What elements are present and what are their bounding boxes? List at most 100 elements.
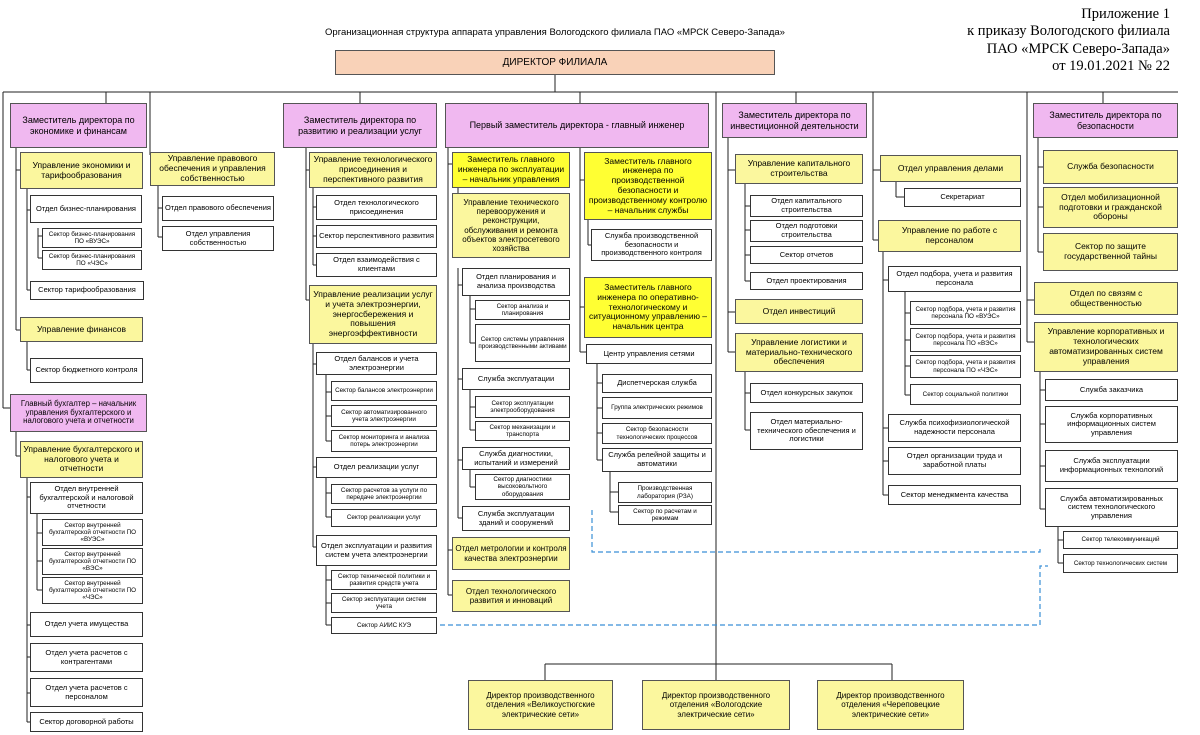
office-innovation: Отдел технологического развития и иннова… (452, 580, 570, 612)
appendix-line-3: ПАО «МРСК Северо-Запада» (986, 40, 1170, 57)
sector-internal-ves: Сектор внутренней бухгалтерской отчетнос… (42, 548, 143, 575)
office-capital-construction: Отдел капитального строительства (750, 195, 863, 217)
office-material-supply: Отдел материально-технического обеспечен… (750, 412, 863, 450)
sector-asset-management: Сектор системы управления производственн… (475, 324, 570, 362)
sector-aiis: Сектор АИИС КУЭ (331, 617, 437, 634)
office-internal-reporting: Отдел внутренней бухгалтерской и налогов… (30, 482, 143, 514)
chart-title: Организационная структура аппарата управ… (325, 27, 785, 38)
office-property: Отдел управления собственностью (162, 226, 274, 251)
sector-realization: Сектор реализации услуг (331, 509, 437, 527)
deputy-ce-safety: Заместитель главного инженера по произво… (584, 152, 712, 220)
deputy-security: Заместитель директора по безопасности (1033, 103, 1178, 138)
service-relay-protection: Служба релейной защиты и автоматики (602, 448, 712, 472)
deputy-economics: Заместитель директора по экономике и фин… (10, 103, 147, 148)
deputy-ce-operational: Заместитель главного инженера по операти… (584, 277, 712, 338)
sector-analysis: Сектор анализа и планирования (475, 300, 570, 320)
dept-tech-connection: Управление технологического присоединени… (309, 152, 437, 188)
chief-accountant: Главный бухгалтер – начальник управления… (10, 394, 147, 432)
service-security: Служба безопасности (1043, 150, 1178, 184)
office-metering-systems: Отдел эксплуатации и развития систем уче… (316, 535, 437, 566)
network-control-center: Центр управления сетями (586, 344, 712, 364)
office-business-planning: Отдел бизнес-планирования (30, 195, 142, 223)
sector-reports: Сектор отчетов (750, 246, 863, 264)
office-clients: Отдел взаимодействия с клиентами (316, 253, 437, 277)
sector-tech-policy: Сектор технической политики и развития с… (331, 570, 437, 590)
appendix-note: Приложение 1 к приказу Вологодского фили… (935, 6, 1170, 76)
sector-quality-management: Сектор менеджмента качества (888, 485, 1021, 505)
sector-loss-monitoring: Сектор мониторинга и анализа потерь элек… (331, 430, 437, 452)
appendix-line-4: от 19.01.2021 № 22 (1052, 58, 1170, 75)
first-deputy-chief-engineer: Первый заместитель директора - главный и… (445, 103, 709, 148)
office-staff-settlements: Отдел учета расчетов с персоналом (30, 678, 143, 707)
sector-prospective: Сектор перспективного развития (316, 225, 437, 248)
dept-finance: Управление финансов (20, 317, 143, 342)
office-balance: Отдел балансов и учета электроэнергии (316, 352, 437, 375)
office-tech-connection: Отдел технологического присоединения (316, 195, 437, 220)
office-tender-purchases: Отдел конкурсных закупок (750, 383, 863, 403)
office-investments: Отдел инвестиций (735, 299, 863, 324)
secretariat: Секретариат (904, 188, 1021, 207)
office-planning-analysis: Отдел планирования и анализа производств… (462, 268, 570, 296)
deputy-investment: Заместитель директора по инвестиционной … (722, 103, 867, 138)
lab-rza: Производственная лаборатория (РЗА) (618, 482, 712, 503)
branch-vologda: Директор производственного отделения «Во… (642, 680, 790, 730)
sector-internal-vuzs: Сектор внутренней бухгалтерской отчетнос… (42, 519, 143, 546)
deputy-development: Заместитель директора по развитию и реал… (283, 103, 437, 148)
sector-state-secrets: Сектор по защите государственной тайны (1043, 233, 1178, 271)
office-metrology: Отдел метрологии и контроля качества эле… (452, 537, 570, 570)
sector-calculations: Сектор по расчетам и режимам (618, 505, 712, 525)
sector-equipment: Сектор эксплуатации электрооборудования (475, 396, 570, 418)
dept-accounting: Управление бухгалтерского и налогового у… (20, 441, 143, 478)
service-psychophysiology: Служба психофизиологической надежности п… (888, 414, 1021, 442)
office-contractors: Отдел учета расчетов с контрагентами (30, 643, 143, 672)
office-design: Отдел проектирования (750, 272, 863, 290)
service-diagnostics: Служба диагностики, испытаний и измерени… (462, 447, 570, 470)
service-technological-acs: Служба автоматизированных систем техноло… (1045, 488, 1178, 527)
service-buildings: Служба эксплуатации зданий и сооружений (462, 506, 570, 531)
dept-legal-property: Управление правового обеспечения и управ… (150, 152, 275, 186)
deputy-ce-operations: Заместитель главного инженера по эксплуа… (452, 152, 570, 188)
sector-hr-vuzs: Сектор подбора, учета и развития персона… (910, 301, 1021, 325)
office-construction-prep: Отдел подготовки строительства (750, 220, 863, 242)
office-personnel-selection: Отдел подбора, учета и развития персонал… (888, 266, 1021, 292)
service-it-operation: Служба эксплуатации информационных техно… (1045, 450, 1178, 482)
director-box: Директор филиала (335, 50, 775, 75)
branch-cherepovets: Директор производственного отделения «Че… (817, 680, 964, 730)
sector-transfer-payments: Сектор расчетов за услуги по передаче эл… (331, 484, 437, 504)
dept-capital-construction: Управление капитального строительства (735, 154, 863, 184)
service-corporate-is: Служба корпоративных информационных сист… (1045, 406, 1178, 443)
sector-bp-ches: Сектор бизнес-планирования ПО «ЧЭС» (42, 250, 142, 270)
dept-sales-energy: Управление реализации услуг и учета элек… (309, 285, 437, 344)
office-public-relations: Отдел по связям с общественностью (1034, 282, 1178, 315)
sector-mechanization: Сектор механизации и транспорта (475, 421, 570, 441)
group-electrical-modes: Группа электрических режимов (602, 397, 712, 419)
dept-personnel: Управление по работе с персоналом (878, 220, 1021, 252)
office-legal: Отдел правового обеспечения (162, 196, 274, 221)
sector-hr-ches: Сектор подбора, учета и развития персона… (910, 355, 1021, 378)
service-operation: Служба эксплуатации (462, 368, 570, 390)
service-safety: Служба производственной безопасности и п… (591, 229, 712, 261)
sector-internal-ches: Сектор внутренней бухгалтерской отчетнос… (42, 577, 143, 604)
sector-balance: Сектор балансов электроэнергии (331, 381, 437, 401)
dept-logistics: Управление логистики и материально-техни… (735, 333, 863, 372)
sector-metering-operation: Сектор эксплуатации систем учета (331, 593, 437, 613)
office-affairs: Отдел управления делами (880, 155, 1021, 182)
sector-process-safety: Сектор безопасности технологических проц… (602, 423, 712, 444)
sector-hr-ves: Сектор подбора, учета и развития персона… (910, 328, 1021, 352)
branch-velikoustyug: Директор производственного отделения «Ве… (468, 680, 613, 730)
sector-telecom: Сектор телекоммуникаций (1063, 531, 1178, 549)
dept-reequipment: Управление технического перевооружения и… (452, 193, 570, 258)
sector-hv-diagnostics: Сектор диагностики высоковольтного обору… (475, 474, 570, 500)
service-customer: Служба заказчика (1045, 379, 1178, 401)
service-dispatch: Диспетчерская служба (602, 374, 712, 393)
appendix-line-1: Приложение 1 (1081, 6, 1170, 22)
office-mobilization: Отдел мобилизационной подготовки и гражд… (1043, 187, 1178, 228)
sector-auto-metering: Сектор автоматизированного учета электро… (331, 405, 437, 427)
dept-automated-systems: Управление корпоративных и технологическ… (1034, 322, 1178, 372)
office-labor-wages: Отдел организации труда и заработной пла… (888, 447, 1021, 475)
dept-economics-tariffs: Управление экономики и тарифообразования (20, 152, 143, 189)
sector-contracts: Сектор договорной работы (30, 712, 143, 732)
office-realization: Отдел реализации услуг (316, 457, 437, 478)
